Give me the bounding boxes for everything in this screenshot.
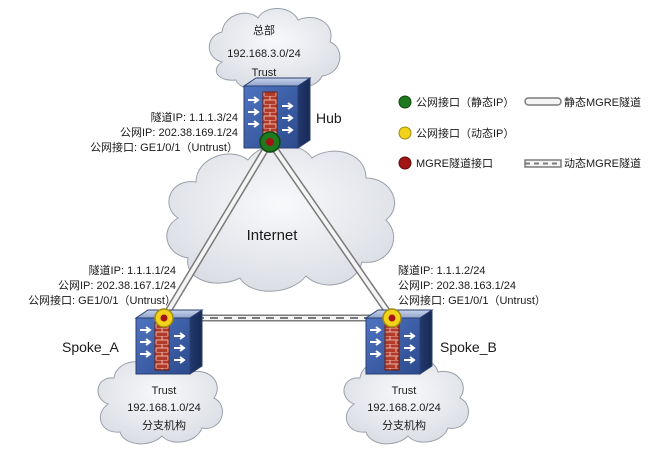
- spoke-b-public-interface: 公网接口: GE1/0/1（Untrust）: [398, 294, 546, 307]
- internet-label: Internet: [247, 227, 299, 244]
- legend-mgre-interface-label: MGRE隧道接口: [416, 156, 493, 170]
- legend-static-interface-label: 公网接口（静态IP）: [416, 95, 514, 109]
- hub-public-interface-icon: [259, 131, 281, 153]
- spoke-a-subnet: 192.168.1.0/24: [127, 402, 200, 414]
- legend-dynamic-interface-label: 公网接口（动态IP）: [416, 127, 514, 140]
- hub-name: Hub: [316, 110, 342, 126]
- legend-dynamic-interface-icon: [398, 126, 412, 140]
- legend-mgre-interface-icon: [398, 156, 412, 170]
- hub-public-interface: 公网接口: GE1/0/1（Untrust）: [90, 141, 238, 154]
- spoke-b-zone: Trust: [392, 385, 417, 397]
- spoke-b-name: Spoke_B: [440, 339, 497, 355]
- spoke-b-tunnel-ip: 隧道IP: 1.1.1.2/24: [398, 263, 485, 277]
- spoke-b-public-ip: 公网IP: 202.38.163.1/24: [398, 280, 516, 292]
- spoke-a-cloud: [97, 358, 223, 445]
- legend-static-tunnel-label: 静态MGRE隧道: [564, 95, 641, 109]
- internet-cloud: [166, 144, 396, 292]
- spoke-a-zone: Trust: [152, 385, 177, 397]
- hub-tunnel-ip: 隧道IP: 1.1.1.3/24: [151, 110, 238, 124]
- spoke-a-public-interface-icon: [154, 308, 174, 328]
- spoke-a-name: Spoke_A: [62, 339, 119, 355]
- hub-public-ip: 公网IP: 202.38.169.1/24: [120, 127, 238, 139]
- spoke-a-branch: 分支机构: [142, 418, 186, 432]
- hub-cloud-title: 总部: [253, 23, 275, 37]
- spoke-b-subnet: 192.168.2.0/24: [367, 402, 440, 414]
- hub-subnet: 192.168.3.0/24: [227, 48, 300, 60]
- hub-zone: Trust: [252, 67, 277, 79]
- spoke-b-branch: 分支机构: [382, 418, 426, 432]
- legend: 公网接口（静态IP） 静态MGRE隧道 公网接口（动态IP） MGRE隧道接口 …: [398, 95, 641, 170]
- static-tunnel-hub-spoke-b: [266, 138, 396, 322]
- spoke-a-public-ip: 公网IP: 202.38.167.1/24: [58, 280, 176, 292]
- spoke-b-public-interface-icon: [382, 308, 402, 328]
- legend-dynamic-tunnel-icon: [524, 159, 562, 168]
- spoke-a-public-interface: 公网接口: GE1/0/1（Untrust）: [28, 294, 176, 307]
- legend-static-tunnel-icon: [524, 97, 562, 106]
- legend-static-interface-icon: [398, 95, 412, 109]
- static-tunnel-hub-spoke-a: [160, 138, 274, 322]
- legend-dynamic-tunnel-label: 动态MGRE隧道: [564, 156, 641, 170]
- spoke-a-tunnel-ip: 隧道IP: 1.1.1.1/24: [89, 263, 176, 277]
